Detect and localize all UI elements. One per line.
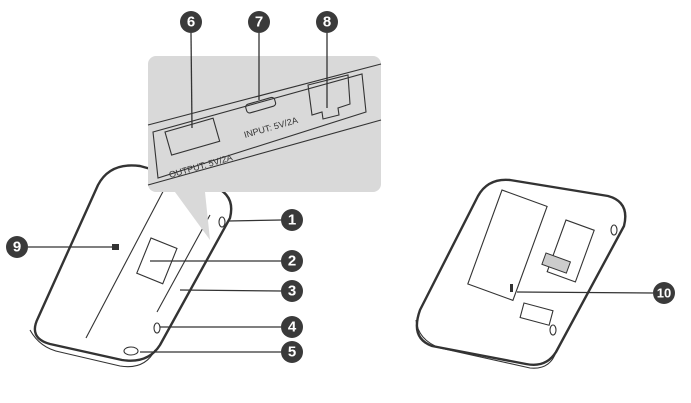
output-usb-port (164, 117, 221, 156)
port-inset: OUTPUT: 5V/2A INPUT: 5V/2A (147, 56, 382, 240)
back-panel (467, 189, 548, 302)
callout-4: 4 (281, 316, 303, 338)
callout-1: 1 (281, 209, 303, 231)
callout-3: 3 (281, 280, 303, 302)
svg-text:7: 7 (255, 14, 263, 31)
sim-card (541, 252, 572, 274)
svg-text:8: 8 (323, 14, 331, 31)
audio-port (123, 346, 139, 356)
callout-10: 10 (653, 282, 675, 304)
svg-text:9: 9 (13, 239, 21, 256)
callout-9: 9 (6, 236, 28, 258)
svg-text:10: 10 (657, 286, 671, 301)
svg-text:5: 5 (288, 344, 296, 361)
svg-text:2: 2 (288, 253, 296, 270)
sim-slot (546, 219, 595, 283)
leader-lines (28, 32, 654, 353)
svg-text:1: 1 (288, 212, 296, 229)
callout-8: 8 (316, 11, 338, 33)
right-device-back (415, 178, 627, 369)
reset-cover (519, 302, 554, 326)
input-micro-usb-port (245, 96, 277, 114)
side-button (610, 224, 618, 236)
screen (136, 237, 178, 285)
callout-5: 5 (281, 341, 303, 363)
nfc-logo-icon (112, 244, 119, 250)
ethernet-port (307, 74, 351, 120)
bottom-button (549, 324, 557, 336)
reset-label-mark (510, 284, 513, 292)
svg-text:4: 4 (288, 319, 297, 336)
power-button (218, 216, 226, 228)
callout-2: 2 (281, 250, 303, 272)
side-port (153, 322, 161, 334)
svg-text:6: 6 (187, 14, 195, 31)
callout-6: 6 (180, 11, 202, 33)
svg-text:3: 3 (288, 283, 296, 300)
left-device-front (29, 164, 233, 368)
callout-7: 7 (248, 11, 270, 33)
